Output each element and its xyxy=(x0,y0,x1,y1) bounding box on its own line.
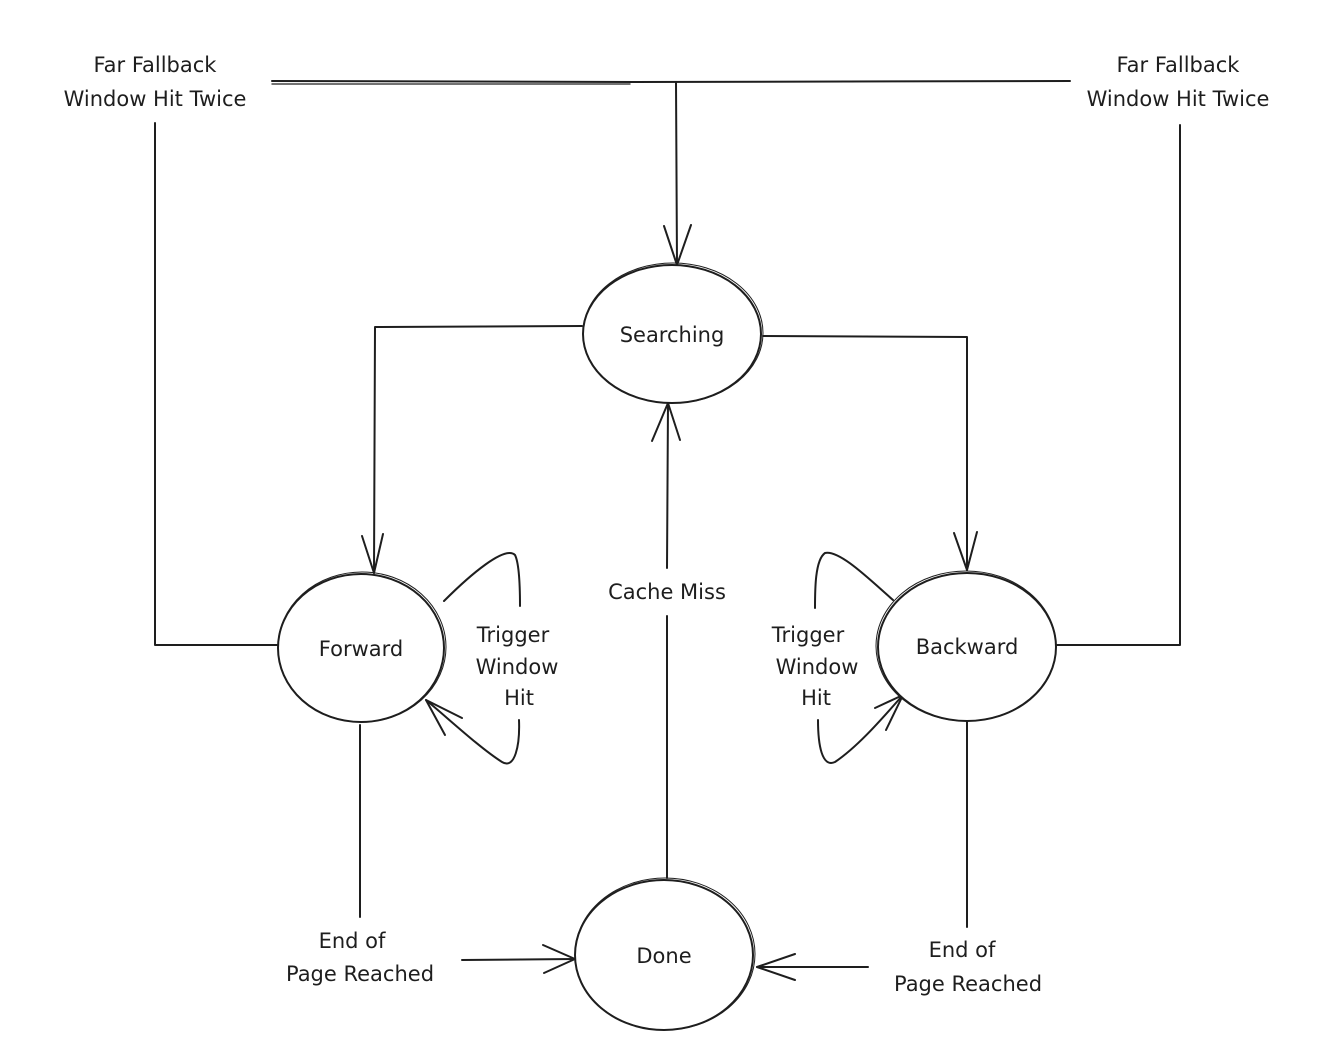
edge-backward-self-loop-top xyxy=(814,551,894,609)
label-far-fallback-right: Far Fallback Window Hit Twice xyxy=(1087,53,1270,111)
state-searching[interactable]: Searching xyxy=(582,262,764,404)
state-backward-label: Backward xyxy=(916,635,1019,659)
edge-forward-self-loop-bottom xyxy=(425,699,521,765)
edge-backward-self-loop-bottom xyxy=(817,694,904,764)
edge-forward-to-bus xyxy=(154,122,278,646)
edge-backward-to-bus xyxy=(1056,124,1181,646)
label-cache-miss: Cache Miss xyxy=(608,580,726,604)
svg-text:End of: End of xyxy=(319,929,386,953)
arrowhead-forward-loop xyxy=(425,699,463,736)
edge-searching-to-forward xyxy=(373,325,583,574)
svg-text:Hit: Hit xyxy=(504,686,534,710)
state-forward[interactable]: Forward xyxy=(277,571,447,723)
edge-searching-to-backward xyxy=(762,335,968,571)
svg-text:Page Reached: Page Reached xyxy=(894,972,1042,996)
svg-text:Hit: Hit xyxy=(801,686,831,710)
svg-text:End of: End of xyxy=(929,938,996,962)
label-trigger-forward: Trigger Window Hit xyxy=(476,623,559,710)
svg-text:Trigger: Trigger xyxy=(771,623,845,647)
edge-forward-self-loop-top xyxy=(443,552,521,607)
label-trigger-backward: Trigger Window Hit xyxy=(771,623,859,710)
edge-forward-to-done xyxy=(461,958,576,961)
edge-done-to-searching-upper xyxy=(666,402,669,569)
edge-far-fallback-bus xyxy=(271,80,1071,83)
arrowhead-forward-top xyxy=(361,533,384,574)
svg-text:Window Hit Twice: Window Hit Twice xyxy=(1087,87,1270,111)
edge-bus-to-searching xyxy=(675,81,678,266)
state-forward-label: Forward xyxy=(319,637,403,661)
state-backward[interactable]: Backward xyxy=(875,570,1057,722)
state-searching-label: Searching xyxy=(620,323,725,347)
svg-text:Trigger: Trigger xyxy=(476,623,550,647)
state-done[interactable]: Done xyxy=(574,877,756,1031)
arrowhead-backward-top xyxy=(953,531,978,571)
svg-text:Window: Window xyxy=(776,655,859,679)
svg-text:Page Reached: Page Reached xyxy=(286,962,434,986)
state-done-label: Done xyxy=(636,944,691,968)
arrowhead-searching-bottom xyxy=(651,402,681,442)
label-end-backward: End of Page Reached xyxy=(894,938,1042,996)
label-far-fallback-left: Far Fallback Window Hit Twice xyxy=(64,53,247,111)
svg-text:Far Fallback: Far Fallback xyxy=(94,53,218,77)
svg-text:Window Hit Twice: Window Hit Twice xyxy=(64,87,247,111)
svg-text:Far Fallback: Far Fallback xyxy=(1117,53,1241,77)
label-end-forward: End of Page Reached xyxy=(286,929,434,986)
svg-text:Window: Window xyxy=(476,655,559,679)
arrowhead-done-right xyxy=(756,953,796,981)
